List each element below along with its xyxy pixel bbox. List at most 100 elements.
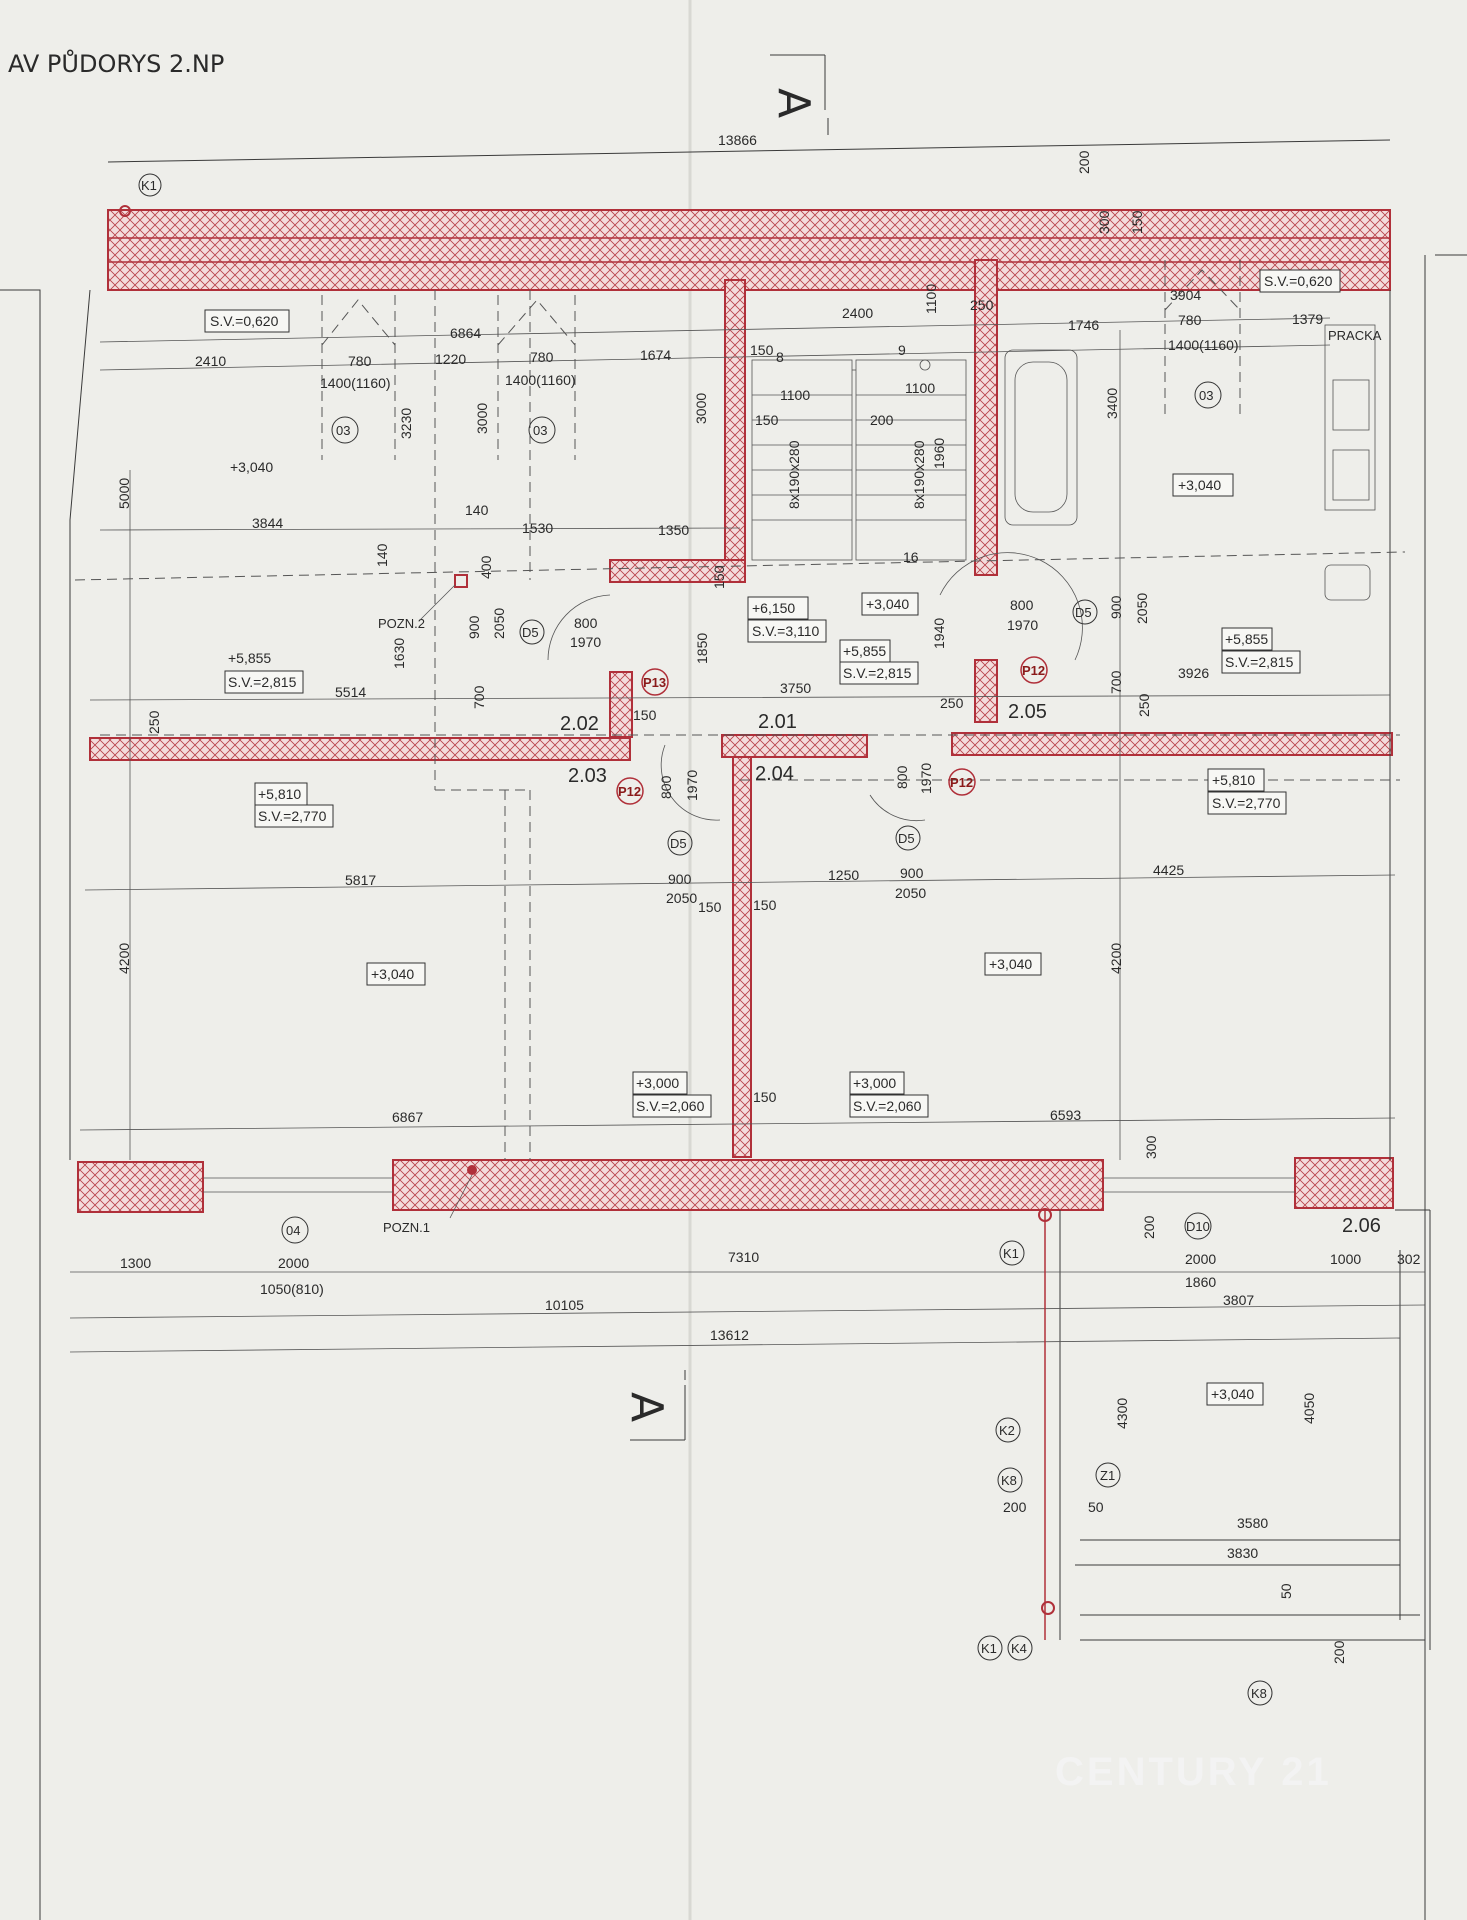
svg-text:300: 300	[1096, 210, 1112, 234]
svg-text:+5,855: +5,855	[228, 650, 271, 666]
svg-text:S.V.=2,770: S.V.=2,770	[258, 808, 327, 824]
svg-text:800: 800	[894, 765, 910, 789]
svg-text:P12: P12	[950, 775, 973, 790]
column-k4-marker	[1041, 1601, 1055, 1615]
svg-text:1960: 1960	[931, 438, 947, 469]
pozn2-marker	[454, 574, 468, 588]
svg-text:6593: 6593	[1050, 1107, 1081, 1123]
svg-text:D10: D10	[1186, 1219, 1210, 1234]
room-2-04: 2.04	[755, 763, 794, 785]
svg-text:3230: 3230	[398, 408, 414, 439]
svg-text:1350: 1350	[658, 522, 689, 538]
svg-text:3580: 3580	[1237, 1515, 1268, 1531]
svg-text:04: 04	[286, 1223, 300, 1238]
svg-text:1746: 1746	[1068, 317, 1099, 333]
svg-text:3750: 3750	[780, 680, 811, 696]
svg-text:302: 302	[1397, 1251, 1421, 1267]
svg-text:16: 16	[903, 549, 919, 565]
svg-text:S.V.=3,110: S.V.=3,110	[752, 623, 820, 639]
pozn1-marker	[467, 1165, 477, 1175]
svg-text:8x190x280: 8x190x280	[786, 440, 802, 509]
svg-text:2410: 2410	[195, 353, 226, 369]
svg-text:K8: K8	[1251, 1686, 1267, 1701]
svg-text:A: A	[768, 88, 819, 118]
svg-text:P12: P12	[618, 784, 641, 799]
svg-text:S.V.=2,815: S.V.=2,815	[843, 665, 912, 681]
wall-mid-center	[721, 734, 868, 758]
svg-text:150: 150	[753, 897, 777, 913]
svg-text:K4: K4	[1011, 1641, 1027, 1656]
svg-text:150: 150	[753, 1089, 777, 1105]
svg-text:1379: 1379	[1292, 311, 1323, 327]
svg-text:1940: 1940	[931, 618, 947, 649]
dim-13866: 13866	[718, 132, 757, 148]
svg-text:800: 800	[1010, 597, 1034, 613]
svg-text:K1: K1	[1003, 1246, 1019, 1261]
svg-text:4200: 4200	[116, 943, 132, 974]
section-mark-bottom: A	[621, 1370, 686, 1441]
drawing-title: AV PŮDORYS 2.NP	[8, 48, 224, 78]
bathtub	[1004, 349, 1078, 526]
svg-text:1100: 1100	[923, 284, 939, 314]
svg-text:+5,810: +5,810	[258, 786, 301, 802]
svg-text:200: 200	[870, 412, 894, 428]
svg-text:250: 250	[1136, 693, 1152, 717]
svg-text:900: 900	[466, 615, 482, 639]
svg-text:13612: 13612	[710, 1327, 749, 1343]
wall-partition	[732, 756, 752, 1158]
svg-text:+3,040: +3,040	[1211, 1386, 1254, 1402]
svg-text:1400(1160): 1400(1160)	[320, 375, 391, 391]
svg-text:K8: K8	[1001, 1473, 1017, 1488]
wall-south-1	[77, 1161, 204, 1213]
svg-text:1530: 1530	[522, 520, 553, 536]
svg-text:50: 50	[1278, 1583, 1294, 1599]
svg-text:1300: 1300	[120, 1255, 151, 1271]
svg-text:1674: 1674	[640, 347, 671, 363]
svg-text:50: 50	[1088, 1499, 1104, 1515]
svg-text:1000: 1000	[1330, 1251, 1361, 1267]
svg-text:+5,855: +5,855	[843, 643, 886, 659]
svg-text:3926: 3926	[1178, 665, 1209, 681]
svg-text:5514: 5514	[335, 684, 366, 700]
svg-text:150: 150	[755, 412, 779, 428]
wall-south-2	[392, 1159, 1104, 1211]
room-2-01: 2.01	[758, 711, 797, 733]
column-k1-marker	[1038, 1208, 1052, 1222]
svg-text:1100: 1100	[780, 387, 810, 403]
level-labels: S.V.=0,620 S.V.=0,620 +3,040 +3,040 +5,8…	[204, 269, 1341, 1406]
wall-stair-right	[974, 259, 998, 576]
dimension-texts: 200 300 150 6864 2410 780 1220 780 1674 …	[116, 150, 1421, 1664]
svg-text:K1: K1	[981, 1641, 997, 1656]
svg-text:03: 03	[336, 423, 350, 438]
svg-text:200: 200	[1331, 1640, 1347, 1664]
svg-text:Z1: Z1	[1100, 1468, 1115, 1483]
svg-text:700: 700	[1108, 670, 1124, 694]
svg-text:A: A	[621, 1392, 672, 1422]
svg-text:150: 150	[750, 342, 774, 358]
svg-text:3904: 3904	[1170, 287, 1201, 303]
wall-p12-stub	[974, 659, 998, 723]
note-pozn1: POZN.1	[383, 1220, 430, 1235]
svg-text:200: 200	[1076, 150, 1092, 174]
wall-mid-left	[89, 737, 631, 761]
kitchen-counter	[1324, 324, 1376, 511]
svg-text:900: 900	[900, 865, 924, 881]
svg-text:D5: D5	[1075, 605, 1092, 620]
svg-text:1970: 1970	[684, 770, 700, 801]
door-swings	[547, 552, 1083, 821]
svg-text:+5,810: +5,810	[1212, 772, 1255, 788]
dim-line-top	[107, 139, 1391, 163]
svg-text:1400(1160): 1400(1160)	[505, 372, 576, 388]
section-mark-top: A	[768, 54, 829, 135]
svg-text:+3,000: +3,000	[636, 1075, 679, 1091]
svg-text:780: 780	[1178, 312, 1202, 328]
svg-text:1250: 1250	[828, 867, 859, 883]
svg-text:2050: 2050	[491, 608, 507, 639]
svg-text:3400: 3400	[1104, 388, 1120, 419]
svg-text:S.V.=0,620: S.V.=0,620	[210, 313, 279, 329]
svg-text:900: 900	[1108, 595, 1124, 619]
svg-text:150: 150	[633, 707, 657, 723]
room-2-05: 2.05	[1008, 701, 1047, 723]
svg-text:2050: 2050	[1134, 593, 1150, 624]
svg-text:3844: 3844	[252, 515, 283, 531]
